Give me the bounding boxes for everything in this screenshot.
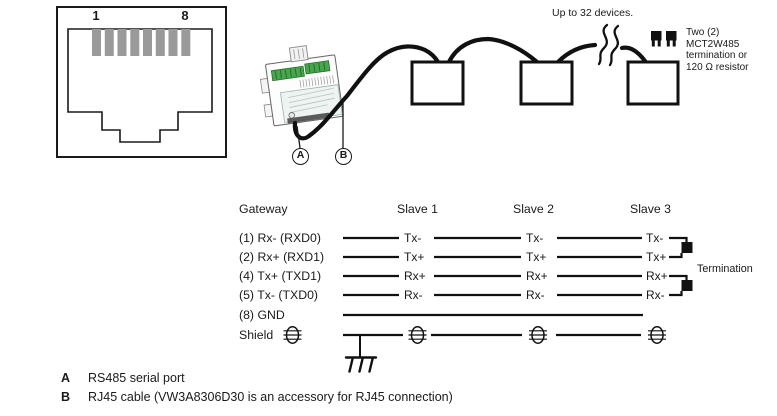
device-label-strip — [287, 112, 330, 124]
gateway-device-illustration — [259, 45, 344, 127]
callout-b-badge: B — [335, 148, 352, 165]
column-header-slave3: Slave 3 — [630, 202, 672, 216]
shield-symbols — [283, 326, 666, 344]
termination-plug-icon — [651, 31, 662, 47]
termination-note-line: Two (2) — [686, 27, 720, 38]
slave1-signal-label: Rx+ — [404, 269, 426, 283]
devices-count-note: Up to 32 devices. — [552, 7, 634, 19]
slave1-signal-label: Rx- — [404, 288, 423, 302]
shield-symbol — [529, 326, 547, 344]
callout-pointer-lines — [296, 100, 344, 149]
slave2-signal-label: Rx+ — [526, 269, 548, 283]
termination-plug-icon — [666, 31, 677, 47]
cable-break-symbol — [597, 23, 620, 67]
slave3-signal-label: Rx+ — [646, 269, 668, 283]
column-header-slave1: Slave 1 — [397, 202, 439, 216]
rs485-daisy-chain-cable — [292, 36, 648, 141]
device-vents — [299, 75, 335, 88]
termination-note-line: MCT2W485 — [686, 38, 740, 50]
shield-symbol — [283, 326, 302, 344]
column-header-slave2: Slave 2 — [513, 202, 555, 216]
legend-key-b: B — [61, 390, 71, 404]
termination-resistor — [669, 236, 693, 259]
slave1-signal-label: Tx- — [404, 231, 422, 245]
earth-ground-icon — [344, 334, 378, 373]
slave3-signal-label: Rx- — [646, 288, 665, 302]
slave-device-box-3 — [626, 60, 680, 106]
slave2-signal-label: Rx- — [526, 288, 545, 302]
wiring-lines — [343, 236, 643, 337]
legend-text-b: RJ45 cable (VW3A8306D30 is an accessory … — [88, 390, 453, 404]
slave-device-box-1 — [410, 60, 465, 106]
termination-resistors — [669, 236, 693, 297]
termination-resistor — [669, 274, 693, 297]
gateway-pin-label: (2) Rx+ (RXD1) — [239, 250, 325, 264]
column-header-gateway: Gateway — [239, 202, 288, 216]
shield-symbol — [408, 326, 427, 344]
slave2-signal-label: Tx+ — [526, 250, 547, 264]
gateway-pin-label: (4) Tx+ (TXD1) — [239, 269, 322, 283]
rj45-diagram-frame — [56, 6, 227, 158]
slave-device-boxes — [410, 60, 680, 106]
callout-a-badge: A — [292, 148, 309, 165]
slave-device-box-2 — [519, 60, 574, 106]
termination-note-line: termination or — [686, 50, 748, 62]
termination-label: Termination — [697, 263, 753, 275]
gateway-pin-label: (5) Tx- (TXD0) — [239, 288, 319, 302]
shield-symbol — [648, 326, 666, 344]
connector-ticks — [293, 48, 305, 60]
rj45-jack-outline — [67, 28, 213, 143]
gateway-pin-label: (8) GND — [239, 308, 285, 322]
gateway-pin-label: (1) Rx- (RXD0) — [239, 231, 321, 245]
rj45-pin1-label: 1 — [92, 8, 100, 23]
terminal-ticks — [274, 62, 326, 80]
slave1-signal-label: Tx+ — [404, 250, 425, 264]
termination-accessory-note: Two (2) MCT2W485 termination or 120 Ω re… — [686, 27, 749, 73]
slave3-signal-label: Tx- — [646, 231, 664, 245]
termination-plug-icons — [651, 31, 677, 47]
legend-text-a: RS485 serial port — [88, 371, 185, 385]
rj45-pinout-diagram — [56, 6, 227, 158]
legend-key-a: A — [61, 371, 71, 385]
gateway-pin-label: Shield — [239, 328, 274, 342]
termination-note-line: 120 Ω resistor — [686, 61, 749, 73]
panel-print-lines — [288, 87, 335, 113]
slave3-signal-label: Tx+ — [646, 250, 667, 264]
rj45-pins — [92, 29, 191, 56]
slave2-signal-label: Tx- — [526, 231, 544, 245]
rj45-pin8-label: 8 — [181, 8, 189, 23]
